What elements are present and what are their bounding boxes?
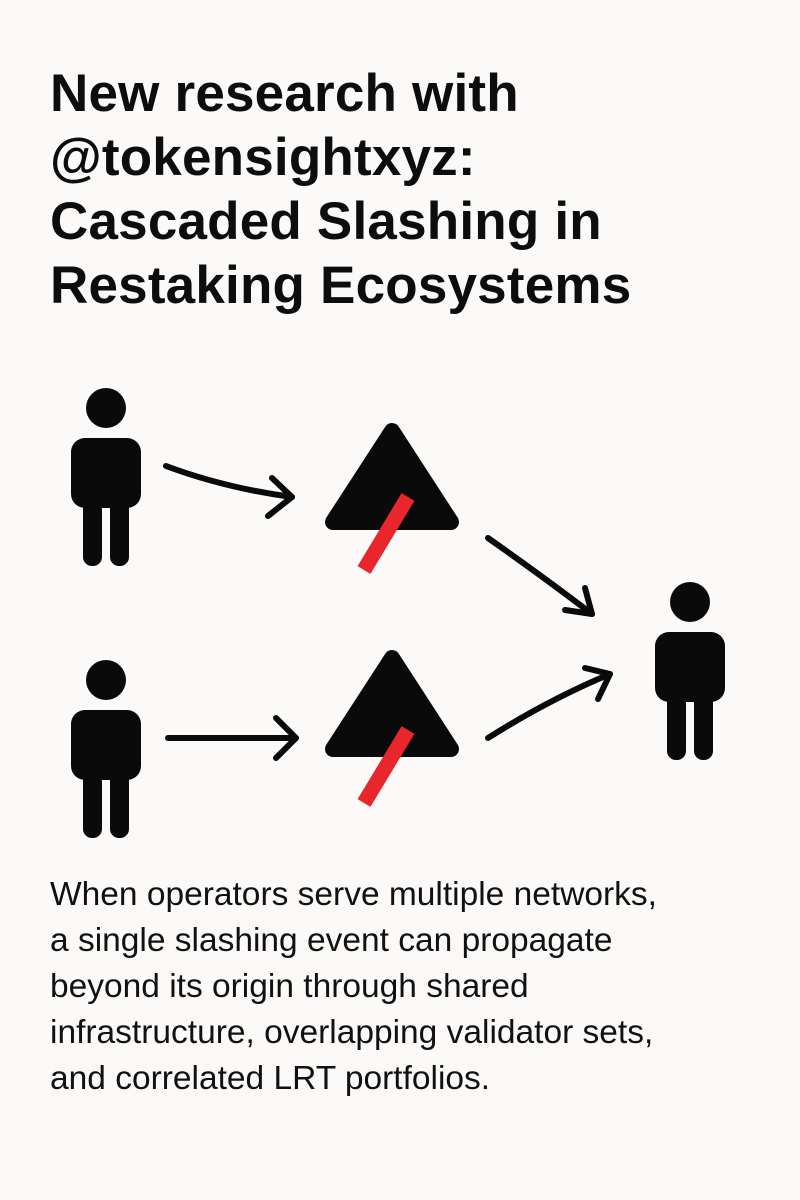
caption-line: When operators serve multiple networks, xyxy=(50,876,657,913)
title-line: @tokensightxyz: xyxy=(50,128,476,187)
arrow-icon-bottom-left xyxy=(165,715,299,761)
arrow-icon-top-right xyxy=(485,535,595,617)
arrow-icon-top-left xyxy=(163,463,295,519)
page-title: New research with @tokensightxyz: Cascad… xyxy=(50,62,770,318)
person-icon-affected xyxy=(655,582,725,760)
slash-mark-icon-bottom xyxy=(357,726,415,807)
network-triangle-icon-top xyxy=(325,423,459,530)
caption-line: and correlated LRT portfolios. xyxy=(50,1060,491,1097)
person-icon-operator-bottom xyxy=(71,660,141,838)
title-line: Cascaded Slashing in xyxy=(50,192,602,251)
caption-line: beyond its origin through shared xyxy=(50,968,529,1005)
cascade-diagram xyxy=(71,388,725,838)
caption: When operators serve multiple networks, … xyxy=(50,872,780,1102)
caption-line: infrastructure, overlapping validator se… xyxy=(50,1014,654,1051)
arrow-icon-bottom-right xyxy=(485,665,613,741)
slash-mark-icon-top xyxy=(357,493,415,574)
title-line: New research with xyxy=(50,64,519,123)
title-line: Restaking Ecosystems xyxy=(50,256,632,315)
person-icon-operator-top xyxy=(71,388,141,566)
network-triangle-icon-bottom xyxy=(325,650,459,757)
caption-line: a single slashing event can propagate xyxy=(50,922,613,959)
